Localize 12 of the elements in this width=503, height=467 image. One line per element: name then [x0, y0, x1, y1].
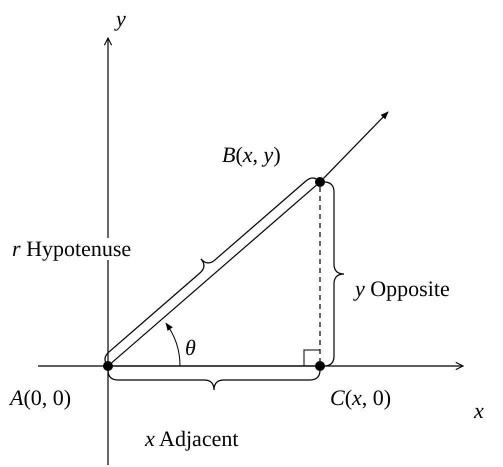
arrow	[323, 111, 389, 179]
point-label: B(x, y)	[222, 144, 281, 166]
point-dot	[315, 361, 325, 371]
dashed-line	[319, 187, 321, 361]
triangle-side-line	[113, 365, 315, 367]
side-label: r Hypotenuse	[12, 238, 132, 260]
point-label: A(0, 0)	[10, 387, 72, 409]
point-dot	[315, 177, 325, 187]
point-label: C(x, 0)	[330, 387, 392, 409]
side-label: y Opposite	[355, 278, 450, 300]
side-label: x Adjacent	[145, 428, 238, 450]
point-dot	[103, 361, 113, 371]
